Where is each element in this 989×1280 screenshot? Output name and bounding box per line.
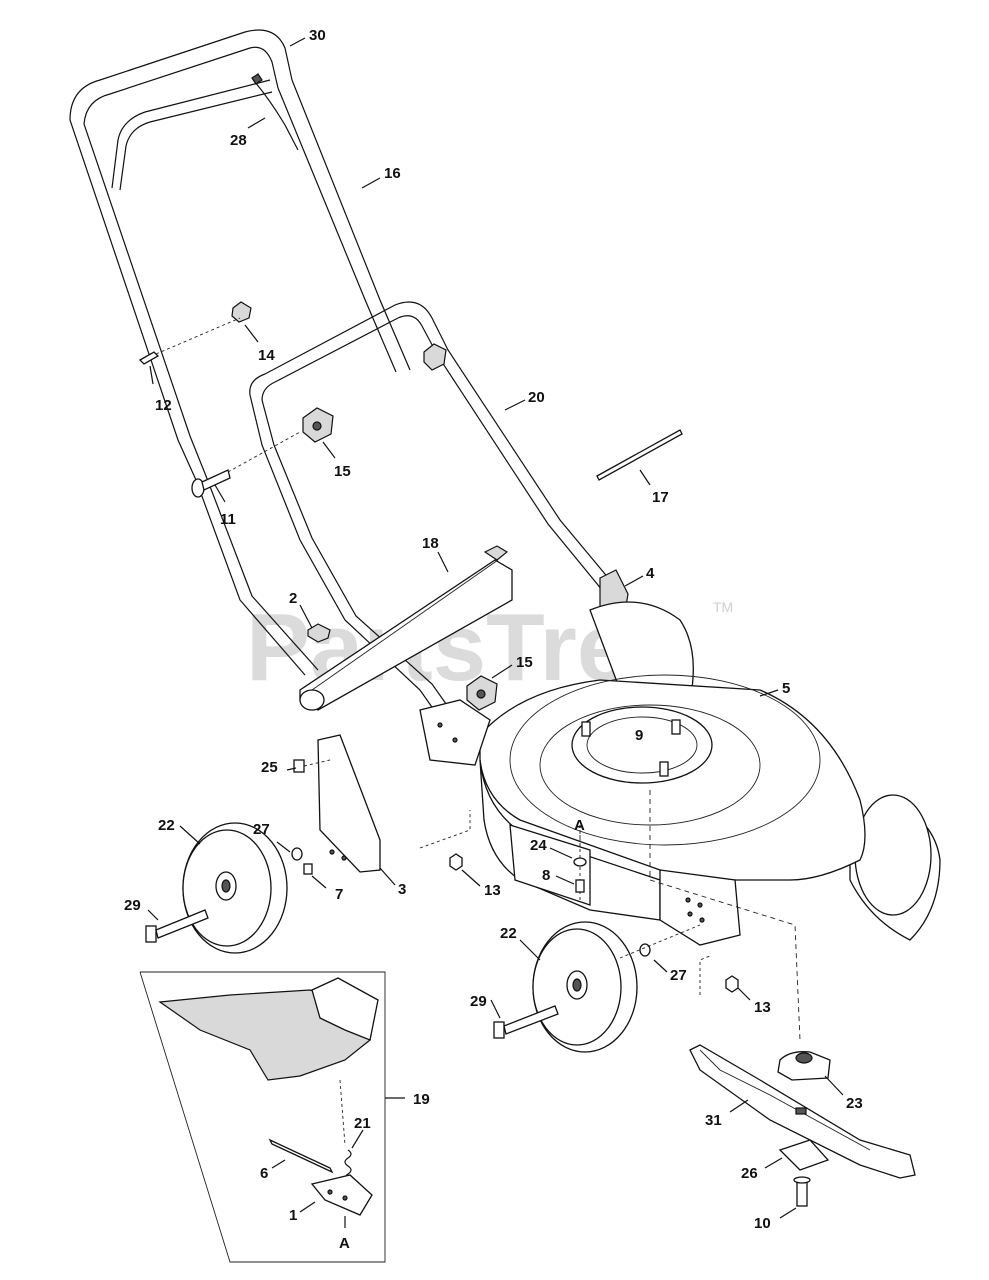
rear-deflector — [158, 977, 379, 1146]
callout-13-right: 13 — [754, 999, 771, 1016]
callout-21: 21 — [354, 1115, 371, 1132]
callout-12: 12 — [155, 397, 172, 414]
clip-2 — [307, 623, 331, 643]
blade-plate-26 — [778, 1139, 830, 1171]
bolts-9 — [581, 719, 681, 777]
callout-3: 3 — [398, 881, 406, 898]
blade-adapter-23 — [777, 1051, 831, 1081]
callout-18: 18 — [422, 535, 439, 552]
callout-7: 7 — [335, 886, 343, 903]
blade-bolt-10 — [793, 1176, 811, 1207]
wheel-right — [532, 921, 638, 1053]
bracket-3 — [317, 699, 491, 873]
bolt-7 — [303, 863, 313, 875]
callout-6: 6 — [260, 1165, 268, 1182]
bolt-25 — [293, 759, 305, 773]
callout-26: 26 — [741, 1165, 758, 1182]
bolt-29-left — [145, 909, 209, 943]
callout-24: 24 — [530, 837, 547, 854]
callout-4: 4 — [646, 565, 655, 582]
callout-25: 25 — [261, 759, 278, 776]
rod-17 — [596, 429, 683, 481]
wheel-left — [182, 822, 288, 954]
pin-12 — [138, 351, 160, 365]
callout-22-right: 22 — [500, 925, 517, 942]
washer-27-right — [639, 943, 651, 957]
knob-15-upper — [302, 407, 334, 443]
callout-13-left: 13 — [484, 882, 501, 899]
watermark-trademark: TM — [713, 599, 733, 615]
control-cable — [254, 81, 299, 151]
callout-17: 17 — [652, 489, 669, 506]
callout-28: 28 — [230, 132, 247, 149]
nut-13-right — [725, 975, 739, 993]
leader-lines — [147, 37, 844, 1228]
callout-15-upper: 15 — [334, 463, 351, 480]
rear-baffle — [299, 545, 513, 711]
screw-8 — [575, 879, 585, 893]
callout-23: 23 — [846, 1095, 863, 1112]
knob-upper-right — [423, 343, 447, 371]
bolt-29-right — [493, 1005, 559, 1039]
callout-2: 2 — [289, 590, 297, 607]
knob-14 — [231, 301, 252, 323]
bolt-11 — [191, 469, 231, 498]
callout-27-left: 27 — [253, 821, 270, 838]
callout-22-left: 22 — [158, 817, 175, 834]
callout-27-right: 27 — [670, 967, 687, 984]
deflector-rod-6 — [268, 1138, 334, 1174]
cable-end — [251, 73, 263, 85]
callout-1: 1 — [289, 1207, 297, 1224]
callout-8: 8 — [542, 867, 550, 884]
callout-9: 9 — [635, 727, 643, 744]
callout-31: 31 — [705, 1112, 722, 1129]
upper-handle — [69, 29, 411, 676]
mower-deck — [479, 601, 941, 946]
callout-5: 5 — [782, 680, 790, 697]
callout-A-upper: A — [574, 817, 585, 834]
knob-15-lower — [466, 675, 498, 711]
callout-29-left: 29 — [124, 897, 141, 914]
callout-14: 14 — [258, 347, 275, 364]
callout-15-lower: 15 — [516, 654, 533, 671]
callout-16: 16 — [384, 165, 401, 182]
callout-A-lower: A — [339, 1235, 350, 1252]
callout-19: 19 — [413, 1091, 430, 1108]
blade-31 — [689, 1044, 916, 1179]
washer-27-left — [291, 847, 303, 861]
hinge-bracket-1 — [310, 1174, 373, 1216]
lower-handle — [249, 301, 641, 741]
callout-11: 11 — [220, 511, 236, 528]
callout-29-right: 29 — [470, 993, 487, 1010]
callout-30: 30 — [309, 27, 326, 44]
washer-24 — [573, 857, 587, 867]
callout-20: 20 — [528, 389, 545, 406]
callout-10: 10 — [754, 1215, 771, 1232]
nut-13-left — [449, 853, 463, 871]
inset-frame — [139, 971, 386, 1263]
